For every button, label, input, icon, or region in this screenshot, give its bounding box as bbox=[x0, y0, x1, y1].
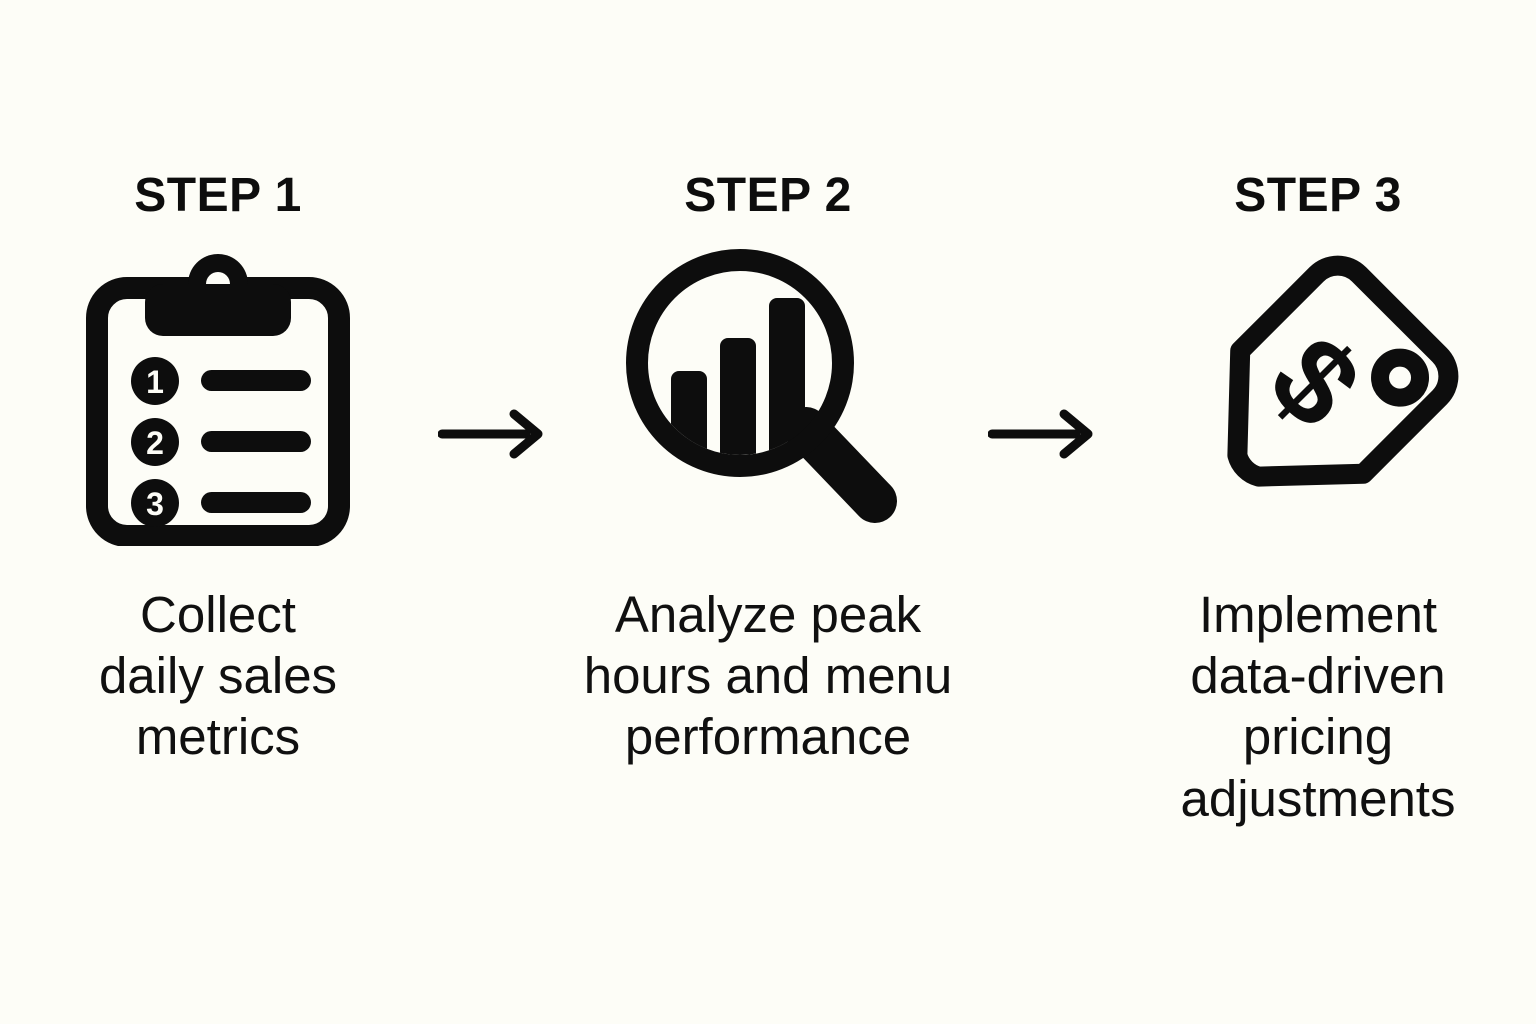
step-3-description: Implement data-driven pricing adjustment… bbox=[1118, 584, 1518, 829]
step-3-description-line-3: pricing bbox=[1242, 708, 1394, 766]
step-1-description-line-3: metrics bbox=[135, 708, 301, 766]
price-tag-dollar-icon: $ bbox=[1168, 246, 1468, 546]
step-3-description-line-4: adjustments bbox=[1180, 769, 1456, 827]
arrow-step2-to-step3 bbox=[978, 404, 1108, 464]
step-3-description-line-1: Implement bbox=[1198, 586, 1438, 643]
svg-text:1: 1 bbox=[146, 364, 164, 400]
step-2-description: Analyze peak hours and menu performance bbox=[568, 584, 968, 768]
step-1-description-line-2: daily sales bbox=[98, 647, 338, 705]
step-2-description-line-3: performance bbox=[624, 708, 912, 766]
step-3-column: STEP 3 $ Implement data- bbox=[1108, 0, 1528, 829]
step-2-description-line-1: Analyze peak bbox=[614, 586, 922, 643]
step-2-heading: STEP 2 bbox=[684, 169, 852, 222]
arrow-step1-to-step2 bbox=[428, 404, 558, 464]
step-1-heading: STEP 1 bbox=[134, 169, 302, 222]
step-1-column: STEP 1 1 2 bbox=[8, 0, 428, 768]
clipboard-checklist-icon: 1 2 3 bbox=[68, 246, 368, 546]
svg-text:3: 3 bbox=[146, 486, 164, 522]
step-1-description: Collect daily sales metrics bbox=[18, 584, 418, 768]
step-2-column: STEP 2 bbox=[558, 0, 978, 768]
step-3-description-line-2: data-driven bbox=[1190, 647, 1446, 705]
step-2-description-line-2: hours and menu bbox=[583, 647, 953, 705]
svg-text:2: 2 bbox=[146, 425, 164, 461]
step-1-description-line-1: Collect bbox=[140, 586, 296, 643]
magnifier-bar-chart-icon bbox=[618, 246, 918, 546]
step-3-heading: STEP 3 bbox=[1234, 169, 1402, 222]
